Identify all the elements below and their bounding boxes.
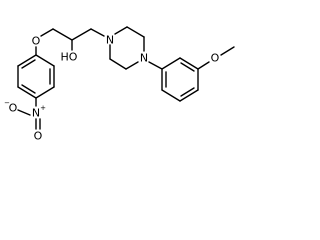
nitro-oxygen-top-label: O [9, 102, 18, 115]
o-ch2-bond [40, 28, 54, 37]
chemical-structure-diagram: O HO N N O N + O − O [4, 26, 235, 143]
piperazine-n1-label: N [106, 34, 114, 47]
methoxyphenyl-ring [161, 57, 199, 102]
n-aryl-bond [148, 61, 163, 70]
nitro-oxygen-bottom-label: O [34, 130, 43, 143]
methoxy-o-ch3-bond [220, 46, 235, 56]
hydroxyl-label: HO [61, 51, 78, 64]
piperazine-ring [109, 26, 145, 70]
nitro-oxygen-top-charge: − [4, 99, 10, 107]
nitro-nitrogen-charge: + [40, 104, 46, 112]
methoxy-oxygen-label: O [211, 52, 220, 65]
aryl-methoxy-o-bond [197, 61, 210, 70]
phenoxy-oxygen-label: O [32, 35, 41, 48]
nitro-nitrogen-label: N [32, 107, 40, 120]
nitrophenyl-ring [17, 54, 55, 99]
nitro-n-o-top-bond [17, 109, 31, 116]
ch2-n-bond [90, 28, 105, 37]
piperazine-n4-label: N [140, 52, 148, 65]
ch2-choh-bond [52, 28, 73, 41]
choh-ch2-bond [71, 28, 92, 41]
